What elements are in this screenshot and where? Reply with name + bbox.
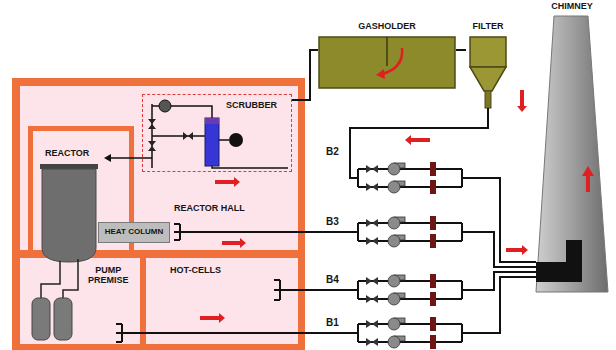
flow-arrow	[517, 90, 527, 112]
node-label: FILTER	[466, 22, 510, 32]
node-label: HOT-CELLS	[170, 266, 221, 276]
gasholder-shape	[318, 36, 456, 90]
gasholder: GASHOLDER	[318, 20, 456, 90]
scrubber-parts	[148, 141, 156, 146]
intake-comb	[116, 324, 140, 342]
scrubber-parts	[205, 118, 219, 166]
node-label: SCRUBBER	[226, 101, 277, 111]
scrubber-parts	[229, 133, 243, 147]
branch-label: B3	[326, 216, 339, 227]
chimney: CHIMNEY	[536, 2, 608, 292]
filter: FILTER	[466, 20, 510, 108]
label-anchor: B3	[326, 216, 339, 227]
pumps	[54, 298, 72, 340]
pumps	[32, 298, 50, 340]
node-label: GASHOLDER	[318, 22, 456, 32]
filter-shape	[466, 36, 510, 108]
label-anchor: B1	[326, 317, 339, 328]
duct-line	[140, 277, 536, 333]
scrubber-parts	[148, 119, 156, 124]
heat-column: HEAT COLUMN	[98, 222, 170, 243]
node-label: REACTOR HALL	[174, 204, 245, 214]
blower-pair	[358, 274, 462, 306]
scrubber-parts	[148, 124, 156, 129]
branch-label: B1	[326, 317, 339, 328]
reactor-vessel	[40, 164, 98, 169]
node-label: CHIMNEY	[536, 2, 608, 12]
scrubber-parts	[104, 154, 111, 162]
scrubber-parts	[205, 118, 219, 124]
node-label: HEAT COLUMN	[99, 228, 169, 237]
filter-shape	[470, 37, 506, 108]
scrubber-parts	[183, 132, 188, 140]
flow-arrow	[222, 238, 246, 248]
branch-label: B2	[326, 146, 339, 157]
blower-pair	[358, 162, 462, 194]
branch-label: B4	[326, 274, 339, 285]
flow-arrow	[200, 90, 528, 323]
chimney-shape	[536, 16, 608, 292]
intake-comb	[274, 280, 298, 300]
pump-pipes	[63, 259, 78, 298]
blower-pair	[358, 162, 462, 349]
scrubber-parts	[188, 132, 193, 140]
scrubber-parts	[148, 146, 156, 151]
duct-line	[298, 232, 536, 267]
chimney-shape	[536, 16, 608, 292]
flow-arrow	[506, 245, 528, 255]
building-wall	[12, 78, 305, 350]
pumps	[32, 298, 72, 340]
label-anchor: B4	[326, 274, 339, 285]
flow-arrow	[215, 177, 240, 187]
flow-arrow	[405, 135, 430, 145]
scrubber-piping	[110, 104, 288, 168]
duct-line	[292, 50, 318, 100]
intake-comb	[116, 224, 298, 342]
reactor-vessel	[40, 164, 98, 262]
flow-arrow	[200, 313, 225, 323]
scrubber-piping	[110, 104, 288, 168]
node-label: REACTOR	[45, 149, 89, 159]
blower-pair	[358, 216, 462, 248]
node-label: PUMP PREMISE	[88, 266, 129, 286]
pump-pipes	[41, 259, 78, 298]
scrubber-parts	[159, 100, 171, 112]
blower-pair	[358, 317, 462, 349]
reactor-vessel	[42, 169, 96, 262]
pump-pipes	[41, 261, 60, 298]
label-anchor: B2	[326, 146, 339, 157]
scrubber-parts	[104, 100, 243, 166]
gasholder-shape	[319, 37, 455, 88]
duct-line	[456, 49, 466, 51]
duct-line	[350, 108, 536, 262]
intake-comb	[174, 224, 298, 240]
